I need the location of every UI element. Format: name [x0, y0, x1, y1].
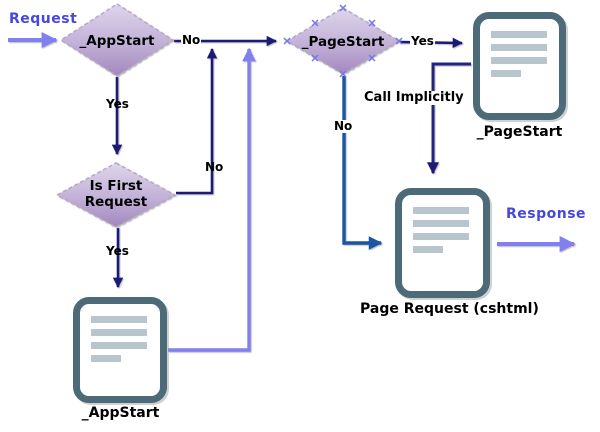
selection-handle-icon[interactable] [339, 70, 347, 78]
call-implicitly-connector[interactable] [427, 62, 471, 175]
page-start-doc-icon[interactable] [473, 12, 566, 120]
doc-text-line [413, 207, 469, 214]
is-first-request-line2: Request [84, 194, 148, 210]
edge-label-is-first-request-no: No [205, 160, 224, 174]
app-start-return-connector[interactable] [168, 47, 256, 352]
is-first-request-decision-label: Is First Request [66, 178, 166, 210]
edge-label-page-start-yes: Yes [410, 34, 435, 48]
selection-handle-icon[interactable] [395, 37, 403, 45]
selection-handle-icon[interactable] [339, 4, 347, 12]
is-first-request-no-connector[interactable] [176, 47, 218, 195]
page-start-doc-label: _PageStart [476, 124, 563, 140]
app-start-doc-label: _AppStart [81, 405, 160, 421]
page-request-doc-icon[interactable] [395, 188, 490, 298]
selection-handle-icon[interactable] [368, 54, 376, 62]
page-start-decision-label: _PageStart [301, 34, 385, 50]
page-request-doc-label: Page Request (cshtml) [360, 301, 539, 317]
selection-handle-icon[interactable] [368, 19, 376, 27]
edge-label-app-start-no: No [181, 33, 202, 47]
doc-text-line [413, 220, 469, 227]
doc-text-line [491, 70, 521, 77]
selection-handles-group [283, 4, 403, 78]
doc-text-line [91, 355, 121, 362]
app-start-decision-label: _AppStart [79, 33, 155, 49]
doc-text-line [491, 57, 547, 64]
selection-handle-icon[interactable] [311, 19, 319, 27]
edge-label-call-implicitly: Call Implicitly [363, 90, 465, 105]
selection-handle-icon[interactable] [283, 37, 291, 45]
doc-text-line [413, 246, 443, 253]
request-label: Request [9, 11, 78, 27]
edge-label-app-start-yes: Yes [106, 97, 129, 111]
app-start-decision-diamond[interactable] [59, 3, 175, 77]
is-first-request-line1: Is First [89, 178, 143, 194]
doc-text-line [491, 31, 547, 38]
is-first-request-decision-diamond[interactable] [55, 162, 177, 228]
doc-text-line [91, 342, 147, 349]
edge-label-page-start-no: No [333, 119, 354, 133]
doc-text-line [91, 329, 147, 336]
response-label: Response [506, 206, 587, 222]
doc-text-line [491, 44, 547, 51]
doc-text-line [91, 316, 147, 323]
doc-text-line [413, 233, 469, 240]
app-start-doc-icon[interactable] [73, 297, 167, 403]
selection-handle-icon[interactable] [311, 54, 319, 62]
edge-label-is-first-request-yes: Yes [106, 244, 129, 258]
